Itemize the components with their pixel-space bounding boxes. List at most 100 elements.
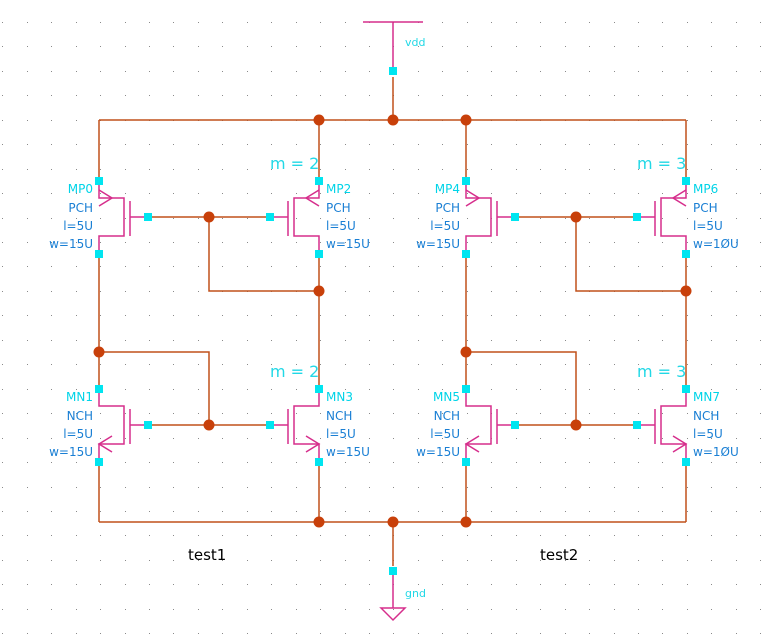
grid-dot (222, 389, 223, 390)
grid-dot (418, 487, 419, 488)
grid-dot (711, 291, 712, 292)
source-pin[interactable] (315, 250, 323, 258)
drain-pin[interactable] (95, 177, 103, 185)
grid-dot (393, 364, 394, 365)
grid-dot (100, 535, 101, 536)
grid-dot (491, 242, 492, 243)
grid-dot (711, 609, 712, 610)
grid-dot (173, 193, 174, 194)
grid-dot (198, 71, 199, 72)
grid-dot (100, 169, 101, 170)
grid-dot (760, 438, 761, 439)
gate-pin[interactable] (266, 213, 274, 221)
grid-dot (393, 413, 394, 414)
vdd-pin[interactable] (389, 67, 397, 75)
grid-dot (736, 584, 737, 585)
gnd-label: gnd (405, 587, 426, 600)
gate-pin[interactable] (511, 213, 519, 221)
source-pin[interactable] (682, 458, 690, 466)
source-pin[interactable] (462, 458, 470, 466)
grid-dot (662, 22, 663, 23)
junction (203, 211, 215, 223)
grid-dot (247, 71, 248, 72)
grid-dot (345, 340, 346, 341)
source-pin[interactable] (682, 250, 690, 258)
grid-dot (27, 609, 28, 610)
grid-dot (614, 560, 615, 561)
grid-dot (198, 266, 199, 267)
grid-dot (589, 584, 590, 585)
grid-dot (516, 511, 517, 512)
grid-dot (320, 511, 321, 512)
grid-dot (565, 22, 566, 23)
grid-dot (418, 462, 419, 463)
grid-dot (369, 413, 370, 414)
grid-dot (589, 389, 590, 390)
grid-dot (614, 340, 615, 341)
drain-pin[interactable] (462, 385, 470, 393)
gate-pin[interactable] (266, 421, 274, 429)
grid-dot (589, 46, 590, 47)
grid-dot (296, 462, 297, 463)
grid-dot (540, 609, 541, 610)
grid-dot (736, 389, 737, 390)
grid-dot (247, 242, 248, 243)
grid-dot (345, 462, 346, 463)
grid-dot (516, 633, 517, 634)
grid-dot (638, 144, 639, 145)
grid-dot (149, 511, 150, 512)
grid-dot (369, 266, 370, 267)
grid-dot (320, 584, 321, 585)
drain-pin[interactable] (315, 177, 323, 185)
grid-dot (711, 218, 712, 219)
gate-pin[interactable] (511, 421, 519, 429)
grid-dot (296, 169, 297, 170)
grid-dot (638, 511, 639, 512)
grid-dot (320, 633, 321, 634)
drain-pin[interactable] (462, 177, 470, 185)
grid-dot (100, 364, 101, 365)
gnd-symbol[interactable] (379, 572, 407, 622)
grid-dot (711, 46, 712, 47)
grid-dot (760, 71, 761, 72)
grid-dot (296, 511, 297, 512)
grid-dot (491, 95, 492, 96)
drain-pin[interactable] (682, 177, 690, 185)
grid-dot (418, 584, 419, 585)
source-pin[interactable] (462, 250, 470, 258)
source-pin[interactable] (315, 458, 323, 466)
drain-pin[interactable] (95, 385, 103, 393)
gate-pin[interactable] (144, 213, 152, 221)
grid-dot (540, 22, 541, 23)
source-pin[interactable] (95, 458, 103, 466)
grid-dot (442, 266, 443, 267)
grid-dot (222, 413, 223, 414)
drain-pin[interactable] (315, 385, 323, 393)
grid-dot (540, 584, 541, 585)
gnd-pin[interactable] (389, 567, 397, 575)
gate-pin[interactable] (633, 213, 641, 221)
grid-dot (418, 535, 419, 536)
gate-pin[interactable] (633, 421, 641, 429)
grid-dot (491, 633, 492, 634)
grid-dot (173, 169, 174, 170)
grid-dot (247, 218, 248, 219)
grid-dot (125, 315, 126, 316)
grid-dots (2, 22, 761, 634)
gate-pin[interactable] (144, 421, 152, 429)
drain-pin[interactable] (682, 385, 690, 393)
grid-dot (467, 291, 468, 292)
vdd-symbol[interactable] (363, 21, 423, 71)
grid-dot (662, 71, 663, 72)
source-pin[interactable] (95, 250, 103, 258)
grid-dot (516, 144, 517, 145)
